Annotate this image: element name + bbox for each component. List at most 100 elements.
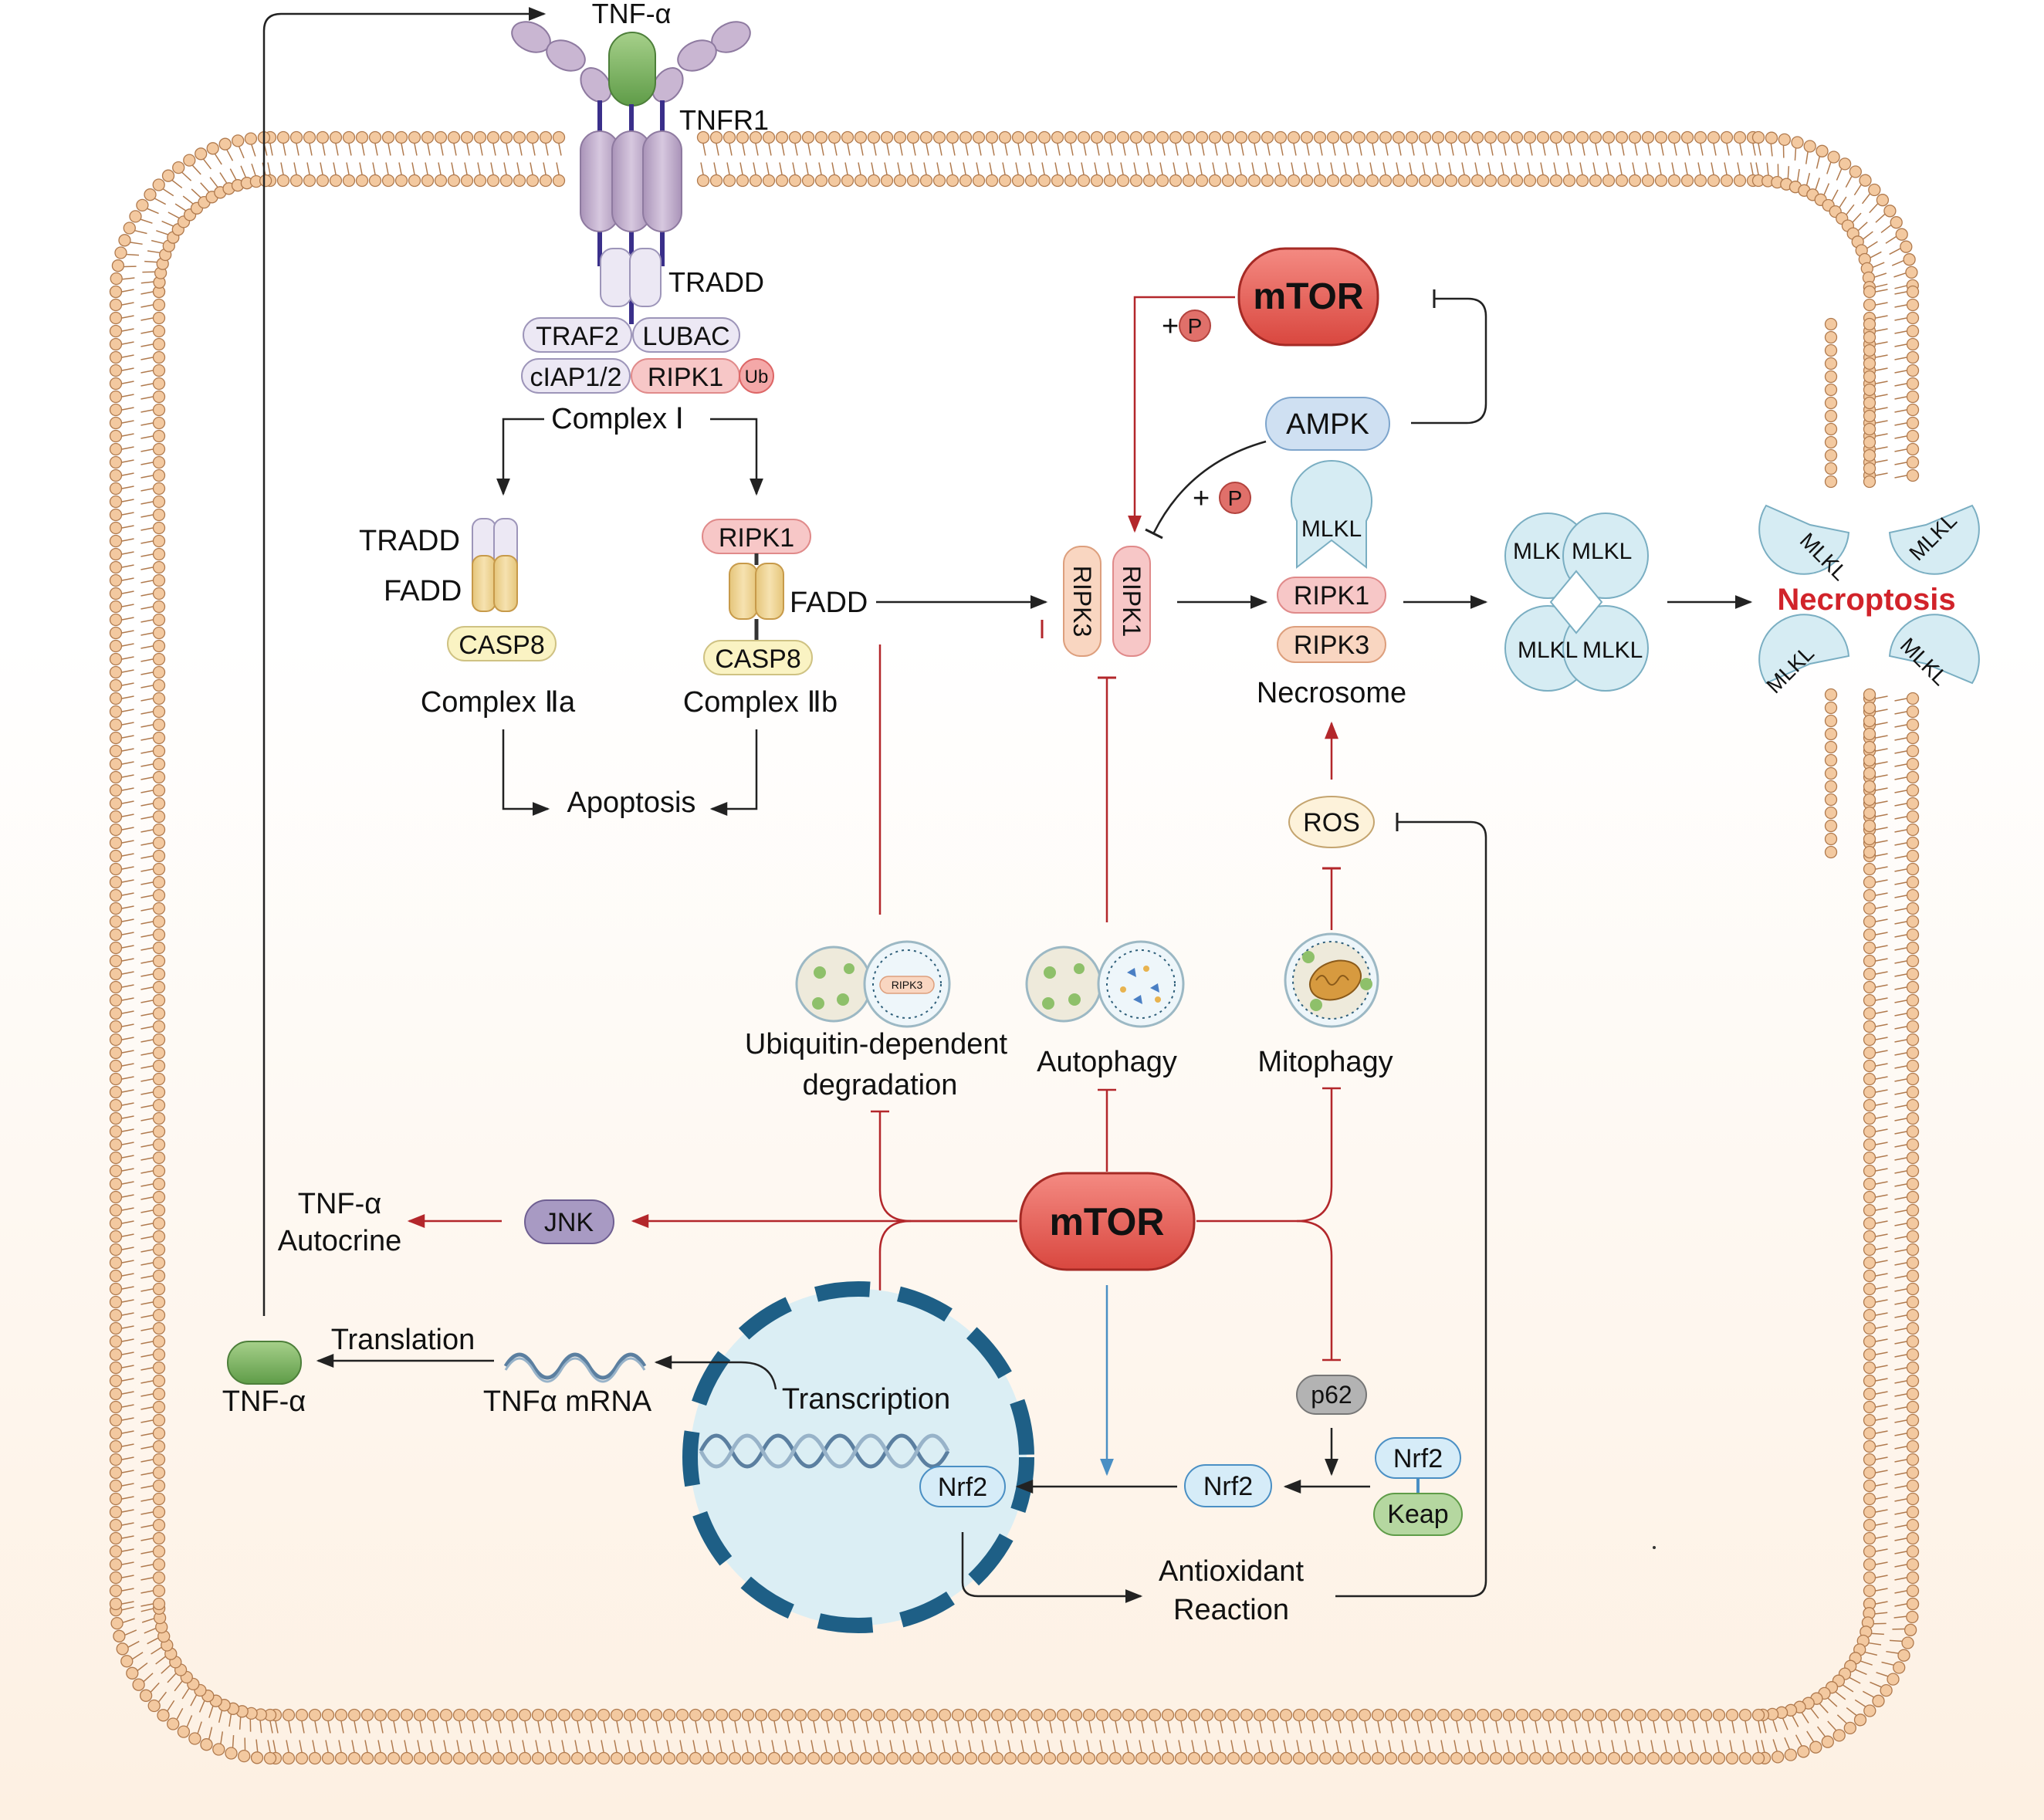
mtor-to-transcription-arrow xyxy=(873,1220,912,1365)
antioxidant-line1: Antioxidant xyxy=(1159,1555,1304,1588)
mlkl-oligomer xyxy=(1504,513,1649,692)
mtor-center-label: mTOR xyxy=(1049,1200,1164,1243)
ubiquitin-tag xyxy=(739,358,774,394)
lubac-label: LUBAC xyxy=(642,322,729,351)
tnf-bottom-label: TNF-α xyxy=(222,1385,306,1418)
autocrine-line2: Autocrine xyxy=(278,1225,402,1257)
jnk-node xyxy=(524,1199,614,1244)
nrf2-keap-nrf2-label: Nrf2 xyxy=(1393,1444,1443,1473)
necrosome-complex xyxy=(1277,460,1386,663)
mtor-center-node xyxy=(1019,1172,1196,1271)
necrosome-ripk1: RIPK1 xyxy=(1294,581,1369,611)
oligomer-tr: MLKL xyxy=(1572,539,1632,564)
necrosome-mlkl: MLKL xyxy=(1301,516,1362,542)
tnf-feedback-arrow xyxy=(262,7,547,1316)
cell-membrane xyxy=(109,130,1920,1765)
complex2b-casp8: CASP8 xyxy=(715,644,801,674)
degradation-line2: degradation xyxy=(803,1069,958,1101)
necroptosis-label: Necroptosis xyxy=(1777,583,1955,617)
ripk1-vertical-box xyxy=(1112,546,1151,657)
tnf-alpha-top-label: TNF-α xyxy=(592,0,672,29)
p62-label: p62 xyxy=(1311,1381,1352,1409)
complex2b xyxy=(702,519,813,675)
complex1-arrows xyxy=(496,418,763,496)
mitophagy-label: Mitophagy xyxy=(1257,1046,1393,1078)
complex2a xyxy=(447,518,557,661)
ciap-box xyxy=(521,358,631,394)
phospho1-plus: + xyxy=(1162,310,1179,343)
ampk-inhibits-mtor xyxy=(1411,297,1487,425)
complex1-label: Complex Ⅰ xyxy=(551,403,684,435)
p62-node xyxy=(1296,1375,1367,1415)
mrna-label: TNFα mRNA xyxy=(483,1385,652,1418)
ampk-node xyxy=(1265,397,1390,451)
transcription-label: Transcription xyxy=(782,1383,950,1416)
keap-label: Keap xyxy=(1387,1500,1448,1529)
tnf-bottom-node xyxy=(227,1341,302,1385)
ciap-label: cIAP1/2 xyxy=(530,363,621,392)
autocrine-line1: TNF-α xyxy=(298,1188,382,1220)
tnfr1-receptor xyxy=(511,21,751,324)
degradation-icon: RIPK3 xyxy=(795,940,951,1028)
mitophagy-icon xyxy=(1284,932,1379,1028)
tradd-label: TRADD xyxy=(668,266,764,298)
mtor-top-node xyxy=(1237,247,1379,347)
degradation-ripk3-label: RIPK3 xyxy=(892,979,923,991)
mtor-to-ripk1-arrow xyxy=(1128,296,1235,533)
complex2a-tradd: TRADD xyxy=(359,525,460,557)
ripk3-vertical-label: RIPK3 xyxy=(1068,566,1096,637)
ampk-label: AMPK xyxy=(1286,408,1369,441)
lubac-box xyxy=(632,317,740,353)
apoptosis-arrows xyxy=(502,729,758,816)
antioxidant-inhibits-ros xyxy=(1335,820,1487,1598)
antioxidant-line2: Reaction xyxy=(1173,1594,1289,1626)
complex2a-label: Complex Ⅱa xyxy=(421,686,576,719)
phospho1-circle xyxy=(1179,310,1211,342)
complex2a-fadd: FADD xyxy=(384,575,462,607)
translation-label: Translation xyxy=(331,1324,475,1356)
nrf2-nucleus-label: Nrf2 xyxy=(938,1473,987,1502)
complex2a-casp8: CASP8 xyxy=(459,631,545,660)
tnf-ligand xyxy=(608,32,656,107)
phospho2-circle xyxy=(1219,482,1251,514)
autophagy-icon xyxy=(1025,940,1185,1028)
ripk1-complex1-label: RIPK1 xyxy=(648,363,723,392)
mrna-icon xyxy=(503,1352,647,1380)
mtor-top-label: mTOR xyxy=(1253,276,1363,317)
ros-label: ROS xyxy=(1303,808,1360,837)
transcription-to-mrna-arrow xyxy=(654,1355,777,1390)
nrf2-cyto-label: Nrf2 xyxy=(1203,1472,1253,1501)
necrosome-ripk3: RIPK3 xyxy=(1294,631,1369,660)
ampk-inhibits-ripk1 xyxy=(1152,440,1267,533)
complex2b-fadd: FADD xyxy=(790,587,868,619)
traf2-label: TRAF2 xyxy=(536,322,619,351)
ros-node xyxy=(1288,796,1375,848)
nrf2-to-antioxidant-arrow xyxy=(961,1532,1143,1603)
oligomer-br: MLKL xyxy=(1582,638,1643,663)
complex2b-ripk1: RIPK1 xyxy=(719,523,794,553)
ripk1-vertical-label: RIPK1 xyxy=(1118,566,1146,637)
stray-dot xyxy=(1653,1546,1656,1549)
autophagy-label: Autophagy xyxy=(1037,1046,1177,1078)
tnfr1-label: TNFR1 xyxy=(679,104,769,136)
keap-box xyxy=(1373,1493,1463,1536)
complex2b-label: Complex Ⅱb xyxy=(683,686,838,719)
traf2-box xyxy=(523,317,632,353)
nrf2-nucleus-box xyxy=(919,1466,1006,1507)
nrf2-cyto-box xyxy=(1184,1464,1272,1507)
necrosome-label: Necrosome xyxy=(1257,677,1406,709)
oligomer-bl: MLKL xyxy=(1518,638,1578,663)
mlkl-pores xyxy=(1758,504,1980,685)
ub-label: Ub xyxy=(745,367,769,387)
apoptosis-label: Apoptosis xyxy=(567,787,696,819)
phospho2-p: P xyxy=(1228,486,1243,510)
dna-icon xyxy=(699,1433,950,1469)
oligomer-tl: MLK xyxy=(1513,539,1561,564)
phospho2-plus: + xyxy=(1193,482,1210,515)
jnk-label: JNK xyxy=(544,1208,594,1237)
ripk3-vertical-box xyxy=(1063,546,1102,657)
phospho1-p: P xyxy=(1188,314,1203,338)
degradation-line1: Ubiquitin-dependent xyxy=(745,1028,1008,1061)
